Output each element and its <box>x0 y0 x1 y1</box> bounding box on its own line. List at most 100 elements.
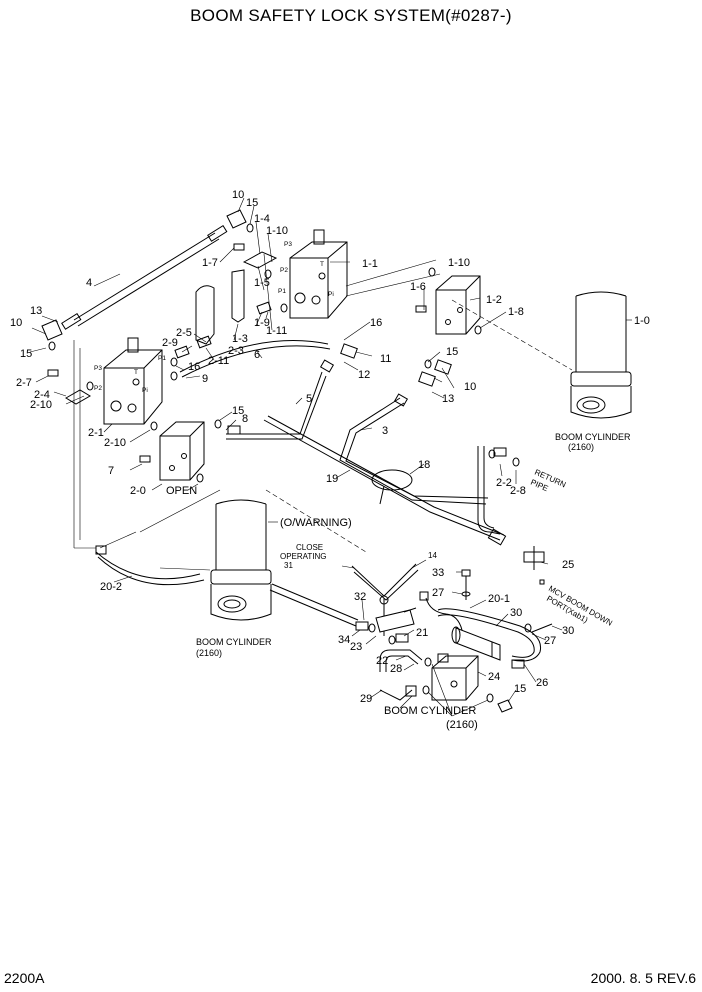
hose-return <box>477 446 501 535</box>
solenoid-block-22 <box>431 655 479 701</box>
label-1-4: 1-4 <box>254 213 270 225</box>
label-p1-top: P1 <box>278 288 286 295</box>
caption-boom-cylinder-right-1: BOOM CYLINDER <box>555 432 631 442</box>
label-17: 18 <box>418 459 430 471</box>
hose-24 <box>379 649 423 701</box>
label-27-top: 32 <box>354 591 366 603</box>
label-1-6: 1-6 <box>410 281 426 293</box>
label-26: 15 <box>514 683 526 695</box>
pilot-lines <box>73 253 573 571</box>
solenoid-valve-20 <box>425 597 501 661</box>
label-15-bottom: (2160) <box>446 719 478 731</box>
label-30-left: 34 <box>338 634 350 646</box>
label-29: BOOM CYLINDER <box>384 705 476 717</box>
label-3: 3 <box>382 425 388 437</box>
label-12: 12 <box>358 369 370 381</box>
label-31: 33 <box>432 567 444 579</box>
label-1-10: 1-10 <box>448 257 470 269</box>
label-19: 2-8 <box>510 485 526 497</box>
label-10-left: 10 <box>10 317 22 329</box>
label-2-11: 2-11 <box>208 355 229 367</box>
port-pi-upper: Pi <box>328 291 334 298</box>
plug-26 <box>497 699 513 713</box>
leader-lines <box>29 197 632 717</box>
fittings <box>47 243 545 697</box>
valve-block-1-1 <box>289 229 348 319</box>
label-8: 8 <box>242 413 248 425</box>
hose-20-1 <box>437 608 542 662</box>
label-4: 4 <box>86 277 92 289</box>
label-p3-left: P3 <box>94 365 102 372</box>
label-1-5: 1-5 <box>254 277 270 289</box>
label-2-2: 2-0 <box>130 485 146 497</box>
label-2-10-lower: 2-10 <box>104 437 126 449</box>
label-1-2: 1-2 <box>486 294 502 306</box>
label-2-0: (O/WARNING) <box>280 517 352 529</box>
port-t-left: T <box>134 369 138 376</box>
boom-cylinder-right <box>570 291 632 419</box>
bracket-2-3 <box>195 285 215 345</box>
label-30-right: 21 <box>416 627 428 639</box>
hose-lower-left <box>269 583 359 627</box>
hose-6 <box>179 340 331 378</box>
label-6: 6 <box>254 349 260 361</box>
label-1-7: 1-7 <box>202 257 218 269</box>
label-21: 23 <box>350 641 362 653</box>
label-25: 20-2 <box>100 581 122 593</box>
valve-block-1-2 <box>435 275 481 335</box>
label-16-left: 16 <box>188 361 200 373</box>
label-32: 30 <box>562 625 574 637</box>
label-15-top: 15 <box>246 197 258 209</box>
label-open: CLOSE <box>296 543 323 552</box>
valve-block-2-1 <box>103 337 163 425</box>
label-15-right: 15 <box>446 346 458 358</box>
label-1-8: 1-8 <box>508 306 524 318</box>
label-20-2: 20-1 <box>488 593 510 605</box>
o-rings <box>48 223 532 703</box>
label-2-9: 2-9 <box>162 337 178 349</box>
revision-date: 2000. 8. 5 REV.6 <box>590 970 696 986</box>
label-operating: 31 <box>284 561 293 570</box>
label-2-1: 2-1 <box>88 427 104 439</box>
flange-1-5 <box>242 251 278 269</box>
label-24: 29 <box>360 693 372 705</box>
label-20-1: 30 <box>510 607 522 619</box>
label-2-3: 2-3 <box>228 345 244 357</box>
label-13-left: 13 <box>30 305 42 317</box>
flange-2-4 <box>65 389 91 405</box>
label-15-mid: 15 <box>232 405 244 417</box>
label-p2-left: P2 <box>94 385 102 392</box>
boom-cylinder-left <box>210 499 272 621</box>
model-number: 2200A <box>4 970 45 986</box>
part-labels: 10 15 1-4 1-10 P3 1-7 1-1 1-10 4 P2 1-5 … <box>10 189 650 731</box>
label-p1-left: P1 <box>158 355 166 362</box>
label-9: 9 <box>202 373 208 385</box>
label-1-9: 1-9 <box>254 317 270 329</box>
elbow-10-top <box>226 209 247 229</box>
clamp-17-tail <box>379 485 385 505</box>
label-18: 2-2 <box>496 477 512 489</box>
label-2-5: 2-5 <box>176 327 192 339</box>
label-34: 27 <box>544 635 556 647</box>
label-1-3: 1-3 <box>232 333 248 345</box>
caption-boom-cylinder-left-2: (2160) <box>196 648 222 658</box>
port-marks: T Pi T Pi <box>134 261 334 394</box>
label-15-left: 15 <box>20 348 32 360</box>
hose-4 <box>61 224 228 330</box>
label-2-10-left: 2-10 <box>30 399 52 411</box>
label-7: 19 <box>326 473 338 485</box>
label-10-right: 10 <box>464 381 476 393</box>
label-28: 26 <box>536 677 548 689</box>
bracket-1-3 <box>231 269 245 323</box>
valve-block-2-2 <box>159 421 205 481</box>
label-27-mid: 22 <box>376 655 388 667</box>
hose-3 <box>339 397 489 505</box>
label-11: 11 <box>380 353 391 365</box>
label-1-0: 1-0 <box>634 315 650 327</box>
label-10-top: 10 <box>232 189 244 201</box>
clamp-17 <box>371 469 413 491</box>
label-23: 28 <box>390 663 402 675</box>
bolt-32 <box>531 623 553 633</box>
hose-7 <box>263 415 505 541</box>
